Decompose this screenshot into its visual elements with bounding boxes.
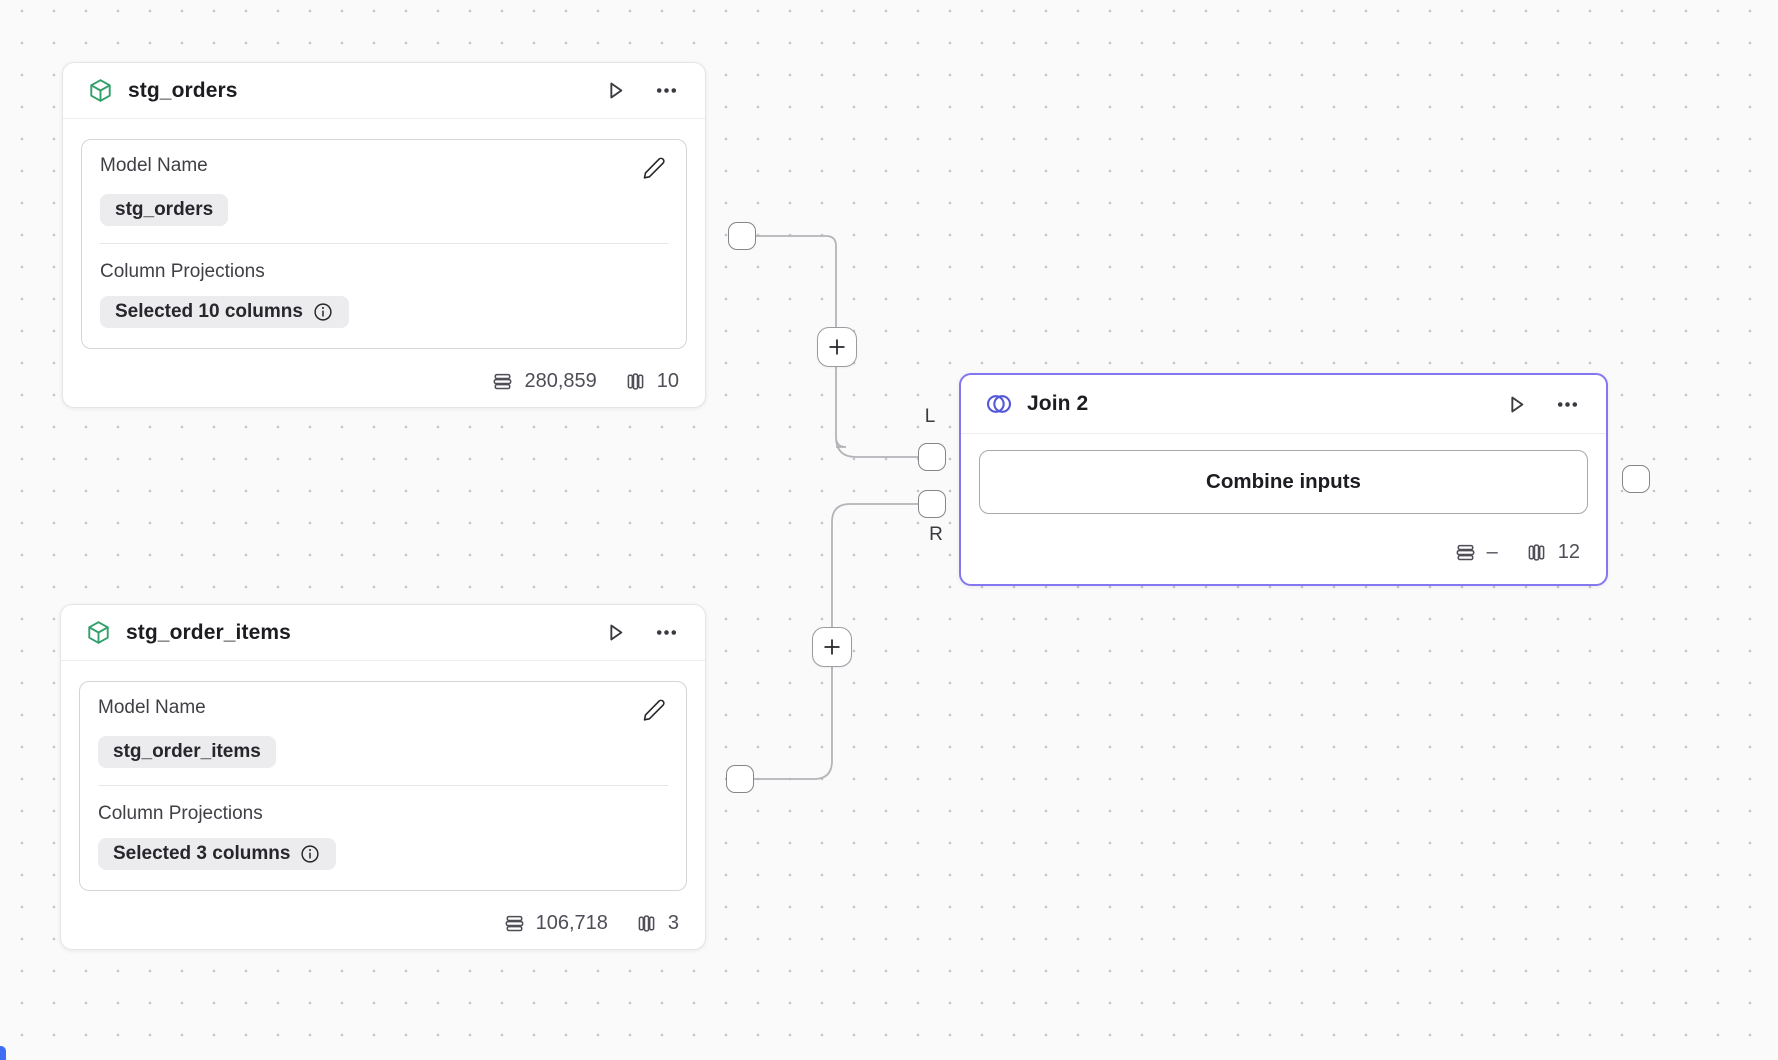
combine-inputs-button[interactable]: Combine inputs bbox=[979, 450, 1588, 514]
node-stats: 106,718 3 bbox=[79, 891, 687, 949]
node-title: Join 2 bbox=[1027, 392, 1089, 415]
ellipsis-icon bbox=[654, 620, 679, 645]
canvas-corner-selection-chip bbox=[0, 1046, 6, 1060]
venn-icon bbox=[985, 390, 1013, 418]
node-title: stg_order_items bbox=[126, 620, 291, 644]
info-icon[interactable] bbox=[312, 301, 334, 323]
run-node-button[interactable] bbox=[601, 76, 630, 105]
card-divider bbox=[98, 785, 668, 786]
column-projections-label: Column Projections bbox=[100, 261, 265, 282]
play-icon bbox=[603, 620, 628, 645]
row-count: 106,718 bbox=[535, 911, 608, 934]
node-menu-button[interactable] bbox=[1553, 390, 1582, 419]
row-count: – bbox=[1486, 540, 1498, 563]
input-port-join-right[interactable] bbox=[918, 490, 946, 518]
info-icon[interactable] bbox=[299, 843, 321, 865]
table-columns-icon bbox=[624, 370, 647, 393]
node-header: stg_orders bbox=[63, 63, 705, 119]
column-projections-chip[interactable]: Selected 3 columns bbox=[98, 838, 337, 870]
output-port-stg-order-items[interactable] bbox=[726, 765, 754, 793]
table-columns-icon bbox=[635, 912, 658, 935]
node-header: Join 2 bbox=[961, 375, 1606, 434]
output-port-join[interactable] bbox=[1622, 465, 1650, 493]
add-step-button-top-edge[interactable] bbox=[817, 327, 857, 367]
column-projections-chip[interactable]: Selected 10 columns bbox=[100, 296, 349, 328]
plus-icon bbox=[821, 636, 843, 658]
input-port-join-left[interactable] bbox=[918, 443, 946, 471]
table-rows-icon bbox=[1454, 541, 1477, 564]
add-step-button-bottom-edge[interactable] bbox=[812, 627, 852, 667]
ellipsis-icon bbox=[654, 78, 679, 103]
column-count: 12 bbox=[1557, 540, 1580, 563]
join-left-port-label: L bbox=[924, 406, 936, 427]
node-join-2[interactable]: Join 2 Combine inputs – bbox=[959, 373, 1608, 586]
cube-icon bbox=[85, 619, 112, 646]
model-name-value-chip[interactable]: stg_order_items bbox=[98, 736, 276, 768]
node-stg-orders[interactable]: stg_orders Model Name bbox=[62, 62, 706, 408]
node-config-card: Model Name stg_order_items Column Projec… bbox=[79, 681, 687, 891]
output-port-stg-orders[interactable] bbox=[728, 222, 756, 250]
pencil-icon bbox=[642, 156, 666, 180]
run-node-button[interactable] bbox=[601, 618, 630, 647]
model-name-value-chip[interactable]: stg_orders bbox=[100, 194, 229, 226]
plus-icon bbox=[826, 336, 848, 358]
join-right-port-label: R bbox=[929, 524, 943, 545]
node-config-card: Model Name stg_orders Column Projections… bbox=[81, 139, 687, 349]
ellipsis-icon bbox=[1555, 392, 1580, 417]
node-menu-button[interactable] bbox=[652, 76, 681, 105]
edit-model-name-button[interactable] bbox=[640, 696, 668, 724]
node-stats: – 12 bbox=[979, 514, 1588, 584]
cube-icon bbox=[87, 77, 114, 104]
column-count: 10 bbox=[656, 369, 679, 392]
node-menu-button[interactable] bbox=[652, 618, 681, 647]
edit-model-name-button[interactable] bbox=[640, 154, 668, 182]
pencil-icon bbox=[642, 698, 666, 722]
row-count: 280,859 bbox=[524, 369, 597, 392]
card-divider bbox=[100, 243, 668, 244]
column-count: 3 bbox=[667, 911, 679, 934]
node-stg-order-items[interactable]: stg_order_items Model Name bbox=[60, 604, 706, 950]
table-rows-icon bbox=[491, 370, 514, 393]
play-icon bbox=[1504, 392, 1529, 417]
model-name-label: Model Name bbox=[100, 155, 208, 176]
node-header: stg_order_items bbox=[61, 605, 705, 661]
run-node-button[interactable] bbox=[1502, 390, 1531, 419]
node-stats: 280,859 10 bbox=[81, 349, 687, 407]
column-projections-label: Column Projections bbox=[98, 803, 263, 824]
table-rows-icon bbox=[503, 912, 526, 935]
node-title: stg_orders bbox=[128, 78, 238, 102]
table-columns-icon bbox=[1525, 541, 1548, 564]
model-name-label: Model Name bbox=[98, 697, 206, 718]
play-icon bbox=[603, 78, 628, 103]
